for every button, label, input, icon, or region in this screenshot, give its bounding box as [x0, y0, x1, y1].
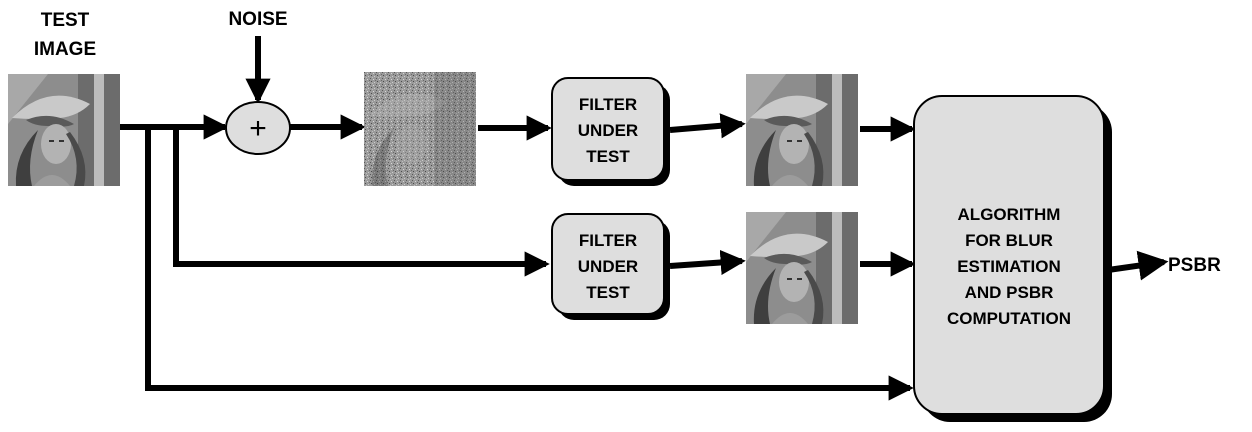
arrow-algorithm-to-psbr — [1107, 250, 1169, 281]
algorithm-line3: ESTIMATION — [957, 257, 1061, 276]
plus-icon: + — [249, 112, 267, 145]
filter-under-test-top-box: FILTER UNDER TEST — [551, 77, 670, 186]
filter-bottom-line2: UNDER — [578, 257, 638, 276]
filter-bottom-line3: TEST — [586, 283, 630, 302]
connection-lines — [120, 36, 1169, 401]
algorithm-line2: FOR BLUR — [965, 231, 1053, 250]
test-image-thumbnail — [8, 74, 120, 186]
filter-under-test-bottom-box: FILTER UNDER TEST — [551, 213, 670, 320]
filter-top-line1: FILTER — [579, 95, 637, 114]
arrow-filter-bottom-to-output — [669, 249, 746, 276]
psbr-output-label: PSBR — [1168, 255, 1221, 276]
filtered-image-top-thumbnail — [746, 74, 858, 186]
algorithm-box: ALGORITHM FOR BLUR ESTIMATION AND PSBR C… — [913, 95, 1112, 422]
noisy-image-thumbnail — [364, 72, 476, 186]
filter-bottom-line1: FILTER — [579, 231, 637, 250]
test-image-label-line2: IMAGE — [34, 39, 96, 60]
test-image-label-line1: TEST — [41, 10, 90, 31]
filter-top-line3: TEST — [586, 147, 630, 166]
arrow-filter-top-to-output — [669, 113, 746, 139]
arrow-branch-to-filter-bottom — [173, 127, 550, 277]
adder-node: + — [225, 101, 291, 155]
algorithm-line4: AND PSBR — [965, 283, 1054, 302]
noise-label: NOISE — [228, 9, 287, 30]
arrow-original-to-algorithm — [145, 127, 914, 401]
algorithm-line1: ALGORITHM — [958, 205, 1061, 224]
filter-top-line2: UNDER — [578, 121, 638, 140]
filtered-image-bottom-thumbnail — [746, 212, 858, 324]
algorithm-line5: COMPUTATION — [947, 309, 1071, 328]
